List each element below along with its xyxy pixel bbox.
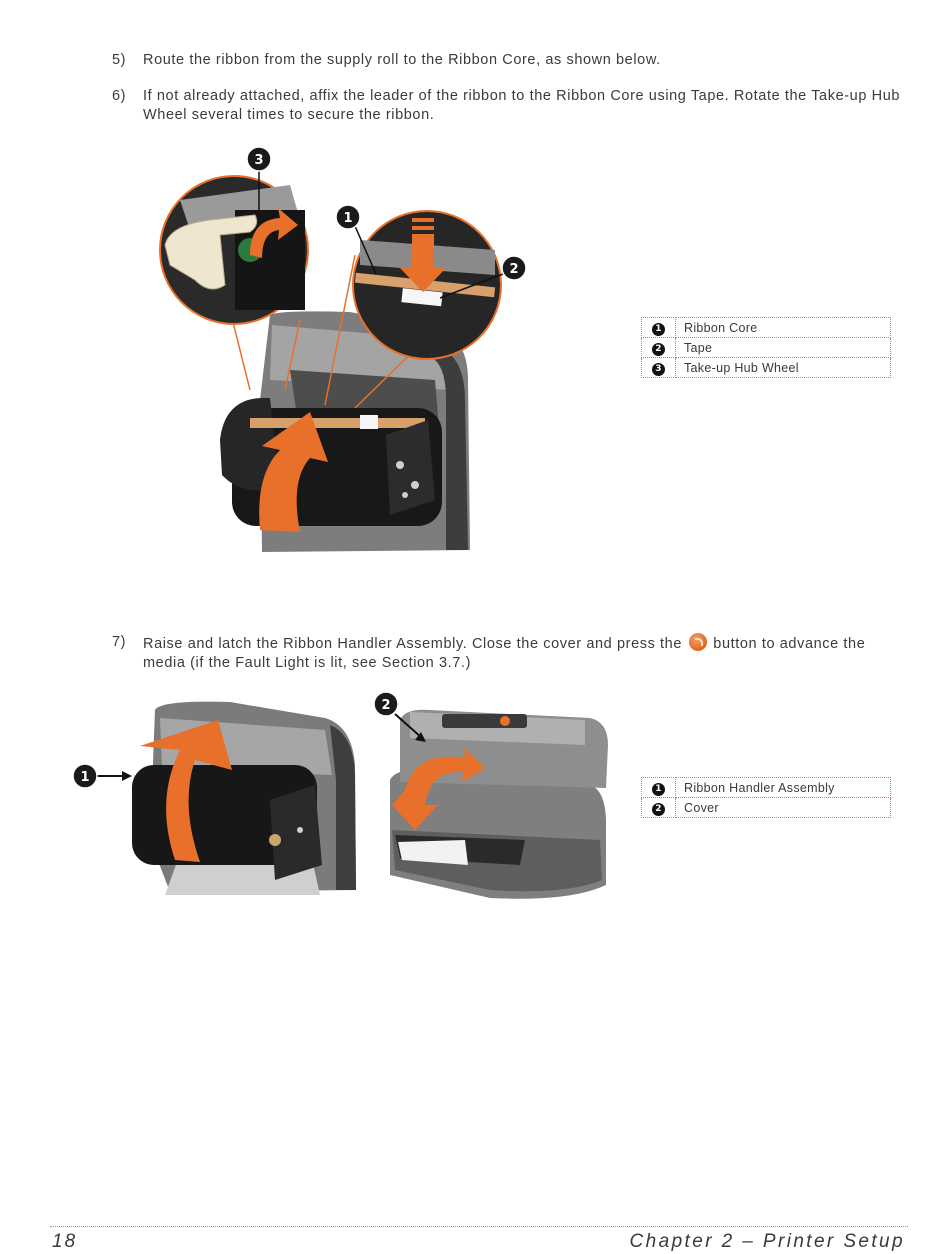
legend-row: 3 Take-up Hub Wheel — [641, 357, 891, 378]
step-number: 6) — [112, 88, 127, 104]
step-5: 5) Route the ribbon from the supply roll… — [112, 51, 912, 70]
page-number: 18 — [52, 1231, 78, 1252]
footer-divider — [50, 1226, 908, 1227]
legend-label: Take-up Hub Wheel — [675, 357, 891, 378]
feed-button-icon — [688, 633, 707, 651]
callout-3: 3 — [254, 153, 263, 168]
ribbon-core-illustration: 3 1 2 — [159, 146, 527, 552]
legend-label: Tape — [675, 337, 891, 358]
step-text-after: button to advance the media (if the Faul… — [143, 636, 866, 671]
step-text: If not already attached, affix the leade… — [143, 88, 901, 123]
step-text-before: Raise and latch the Ribbon Handler Assem… — [143, 636, 683, 652]
step-6: 6) If not already attached, affix the le… — [112, 87, 912, 125]
callout-2: 2 — [509, 262, 518, 277]
legend-row: 2 Tape — [641, 337, 891, 358]
legend-label: Cover — [675, 797, 891, 818]
legend-figure-1: 1 Ribbon Core 2 Tape 3 Take-up Hub Wheel — [641, 317, 891, 378]
legend-number: 1 — [652, 782, 665, 796]
callout-1: 1 — [80, 770, 89, 785]
step-7: 7) Raise and latch the Ribbon Handler As… — [112, 633, 912, 673]
callout-1: 1 — [343, 211, 352, 226]
legend-row: 1 Ribbon Core — [641, 317, 891, 338]
close-cover-illustration: 1 2 — [72, 691, 608, 899]
step-text: Raise and latch the Ribbon Handler Assem… — [143, 633, 912, 673]
legend-row: 1 Ribbon Handler Assembly — [641, 777, 891, 798]
legend-number: 1 — [652, 322, 665, 336]
legend-number: 2 — [652, 342, 665, 356]
legend-number: 2 — [652, 802, 665, 816]
step-number: 7) — [112, 634, 127, 650]
chapter-title: Chapter 2 – Printer Setup — [629, 1231, 905, 1252]
step-text: Route the ribbon from the supply roll to… — [143, 52, 661, 68]
legend-row: 2 Cover — [641, 797, 891, 818]
legend-label: Ribbon Core — [675, 317, 891, 338]
callout-2: 2 — [381, 698, 390, 713]
legend-figure-2: 1 Ribbon Handler Assembly 2 Cover — [641, 777, 891, 818]
legend-label: Ribbon Handler Assembly — [675, 777, 891, 798]
step-number: 5) — [112, 52, 127, 68]
legend-number: 3 — [652, 362, 665, 376]
